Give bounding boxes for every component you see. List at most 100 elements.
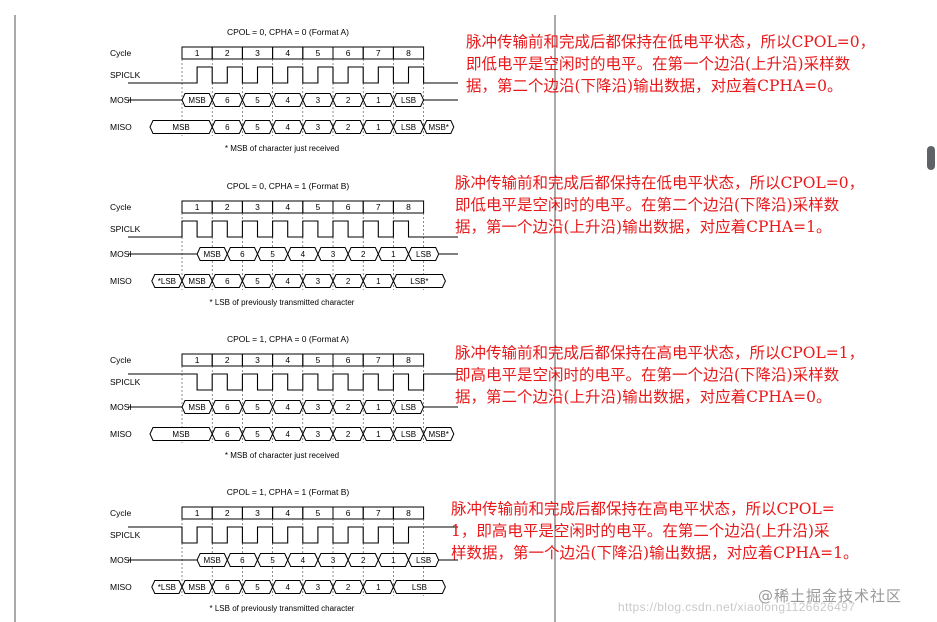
cycle-number: 6 <box>346 48 351 58</box>
miso-row-label: MISO <box>110 429 132 439</box>
mosi-bit-label: 5 <box>270 250 275 259</box>
cycle-number: 5 <box>316 508 321 518</box>
mosi-bit-label: MSB <box>188 96 205 105</box>
annotation-line: 据，第二个边沿(上升沿)输出数据，对应着CPHA=0。 <box>455 388 832 406</box>
mosi-bit-label: 2 <box>361 250 366 259</box>
miso-bit-label: 1 <box>376 123 381 132</box>
annotation-line: 1，即高电平是空闲时的电平。在第二个边沿(上升沿)采 <box>451 522 830 540</box>
miso-bit-label: 6 <box>225 277 230 286</box>
scrollbar-track[interactable] <box>923 0 937 622</box>
cycle-number: 8 <box>406 355 411 365</box>
miso-bit-label: 5 <box>255 277 260 286</box>
miso-bit-label: *LSB <box>158 583 176 592</box>
spiclk-row-label: SPICLK <box>110 224 141 234</box>
cycle-box <box>392 200 425 214</box>
annotation-cpol0-cpha1: 脉冲传输前和完成后都保持在低电平状态，所以CPOL=0， 即低电平是空闲时的电平… <box>455 172 864 238</box>
spiclk-row-label: SPICLK <box>110 70 141 80</box>
mosi-bit-label: 5 <box>270 556 275 565</box>
annotation-line: 据，第一个边沿(上升沿)输出数据，对应着CPHA=1。 <box>455 218 832 236</box>
miso-bit-label: 3 <box>316 277 321 286</box>
mosi-bit-label: 4 <box>285 403 290 412</box>
miso-bit-label: 1 <box>376 430 381 439</box>
miso-bit-label: 1 <box>376 583 381 592</box>
cycle-number: 6 <box>346 202 351 212</box>
cycle-box <box>392 506 425 520</box>
miso-bit-label: *LSB <box>158 277 176 286</box>
mosi-bit-label: MSB <box>204 556 221 565</box>
cycle-box <box>392 353 425 367</box>
cycle-number: 1 <box>195 508 200 518</box>
mosi-bit-label: LSB <box>416 250 431 259</box>
mosi-bit-label: 4 <box>301 556 306 565</box>
cycle-number: 3 <box>255 508 260 518</box>
spiclk-waveform <box>128 526 458 544</box>
diagram-footnote: * MSB of character just received <box>225 451 339 460</box>
cycle-number: 4 <box>285 48 290 58</box>
cycle-row-label: Cycle <box>110 508 132 518</box>
mosi-row-label: MOSI <box>110 249 132 259</box>
miso-bit-label: 2 <box>346 123 351 132</box>
timing-diagram: CPOL = 1, CPHA = 1 (Format B)CycleSPICLK… <box>110 487 458 613</box>
annotation-line: 脉冲传输前和完成后都保持在低电平状态，所以CPOL=0， <box>455 174 865 192</box>
cycle-number: 8 <box>406 48 411 58</box>
diagrams-layer: CPOL = 0, CPHA = 0 (Format A)CycleSPICLK… <box>110 27 458 613</box>
annotation-line: 脉冲传输前和完成后都保持在高电平状态，所以CPOL= <box>451 500 835 518</box>
cycle-number: 1 <box>195 202 200 212</box>
cycle-number: 7 <box>376 48 381 58</box>
diagram-title: CPOL = 1, CPHA = 0 (Format A) <box>227 334 349 344</box>
miso-cell <box>392 274 446 288</box>
cycle-number: 8 <box>406 508 411 518</box>
scrollbar-thumb[interactable] <box>927 146 935 170</box>
mosi-bit-label: 6 <box>225 96 230 105</box>
mosi-row-label: MOSI <box>110 555 132 565</box>
cycle-number: 2 <box>225 508 230 518</box>
miso-row-label: MISO <box>110 122 132 132</box>
spiclk-waveform <box>128 220 458 238</box>
miso-row-label: MISO <box>110 276 132 286</box>
mosi-bit-label: 1 <box>391 250 396 259</box>
annotation-cpol0-cpha0: 脉冲传输前和完成后都保持在低电平状态，所以CPOL=0， 即低电平是空闲时的电平… <box>466 31 875 97</box>
csdn-watermark: https://blog.csdn.net/xiaolong1126626497 <box>618 600 856 614</box>
annotation-line: 即低电平是空闲时的电平。在第二个边沿(下降沿)采样数 <box>455 196 840 214</box>
mosi-row-label: MOSI <box>110 95 132 105</box>
cycle-number: 6 <box>346 508 351 518</box>
timing-diagram: CPOL = 0, CPHA = 0 (Format A) CycleSPICLK… <box>110 27 458 153</box>
mosi-bit-label: LSB <box>416 556 431 565</box>
miso-cell <box>423 120 455 134</box>
miso-bit-label: 2 <box>346 430 351 439</box>
cycle-number: 6 <box>346 355 351 365</box>
mosi-bit-label: 1 <box>391 556 396 565</box>
miso-bit-label: 3 <box>316 430 321 439</box>
miso-bit-label: 6 <box>225 123 230 132</box>
cycle-row-label: Cycle <box>110 48 132 58</box>
cycle-number: 2 <box>225 355 230 365</box>
cycle-number: 2 <box>225 48 230 58</box>
miso-bit-label: MSB <box>188 277 205 286</box>
annotation-line: 脉冲传输前和完成后都保持在高电平状态，所以CPOL=1， <box>455 344 865 362</box>
cycle-number: 3 <box>255 355 260 365</box>
miso-cell <box>392 580 446 594</box>
miso-bit-label: LSB* <box>410 277 428 286</box>
diagram-footnote: * LSB of previously transmitted characte… <box>210 298 355 307</box>
mosi-bit-label: 3 <box>331 556 336 565</box>
miso-bit-label: 4 <box>285 583 290 592</box>
miso-bit-label: 6 <box>225 583 230 592</box>
miso-bit-label: MSB <box>172 430 189 439</box>
cycle-row-label: Cycle <box>110 202 132 212</box>
miso-bit-label: MSB <box>188 583 205 592</box>
miso-bit-label: 5 <box>255 430 260 439</box>
miso-cell <box>423 427 455 441</box>
mosi-bit-label: 3 <box>331 250 336 259</box>
timing-diagram: CPOL = 0, CPHA = 1 (Format B)CycleSPICLK… <box>110 181 458 307</box>
cycle-row-label: Cycle <box>110 355 132 365</box>
mosi-bit-label: 6 <box>225 403 230 412</box>
diagram-title: CPOL = 0, CPHA = 0 (Format A) <box>227 27 349 37</box>
mosi-bit-label: 3 <box>316 96 321 105</box>
annotation-cpol1-cpha0: 脉冲传输前和完成后都保持在高电平状态，所以CPOL=1， 即高电平是空闲时的电平… <box>455 342 864 408</box>
miso-bit-label: 6 <box>225 430 230 439</box>
spiclk-waveform <box>128 66 458 84</box>
spiclk-row-label: SPICLK <box>110 377 141 387</box>
cycle-number: 4 <box>285 202 290 212</box>
annotation-line: 样数据，第一个边沿(下降沿)输出数据，对应着CPHA=1。 <box>451 544 859 562</box>
